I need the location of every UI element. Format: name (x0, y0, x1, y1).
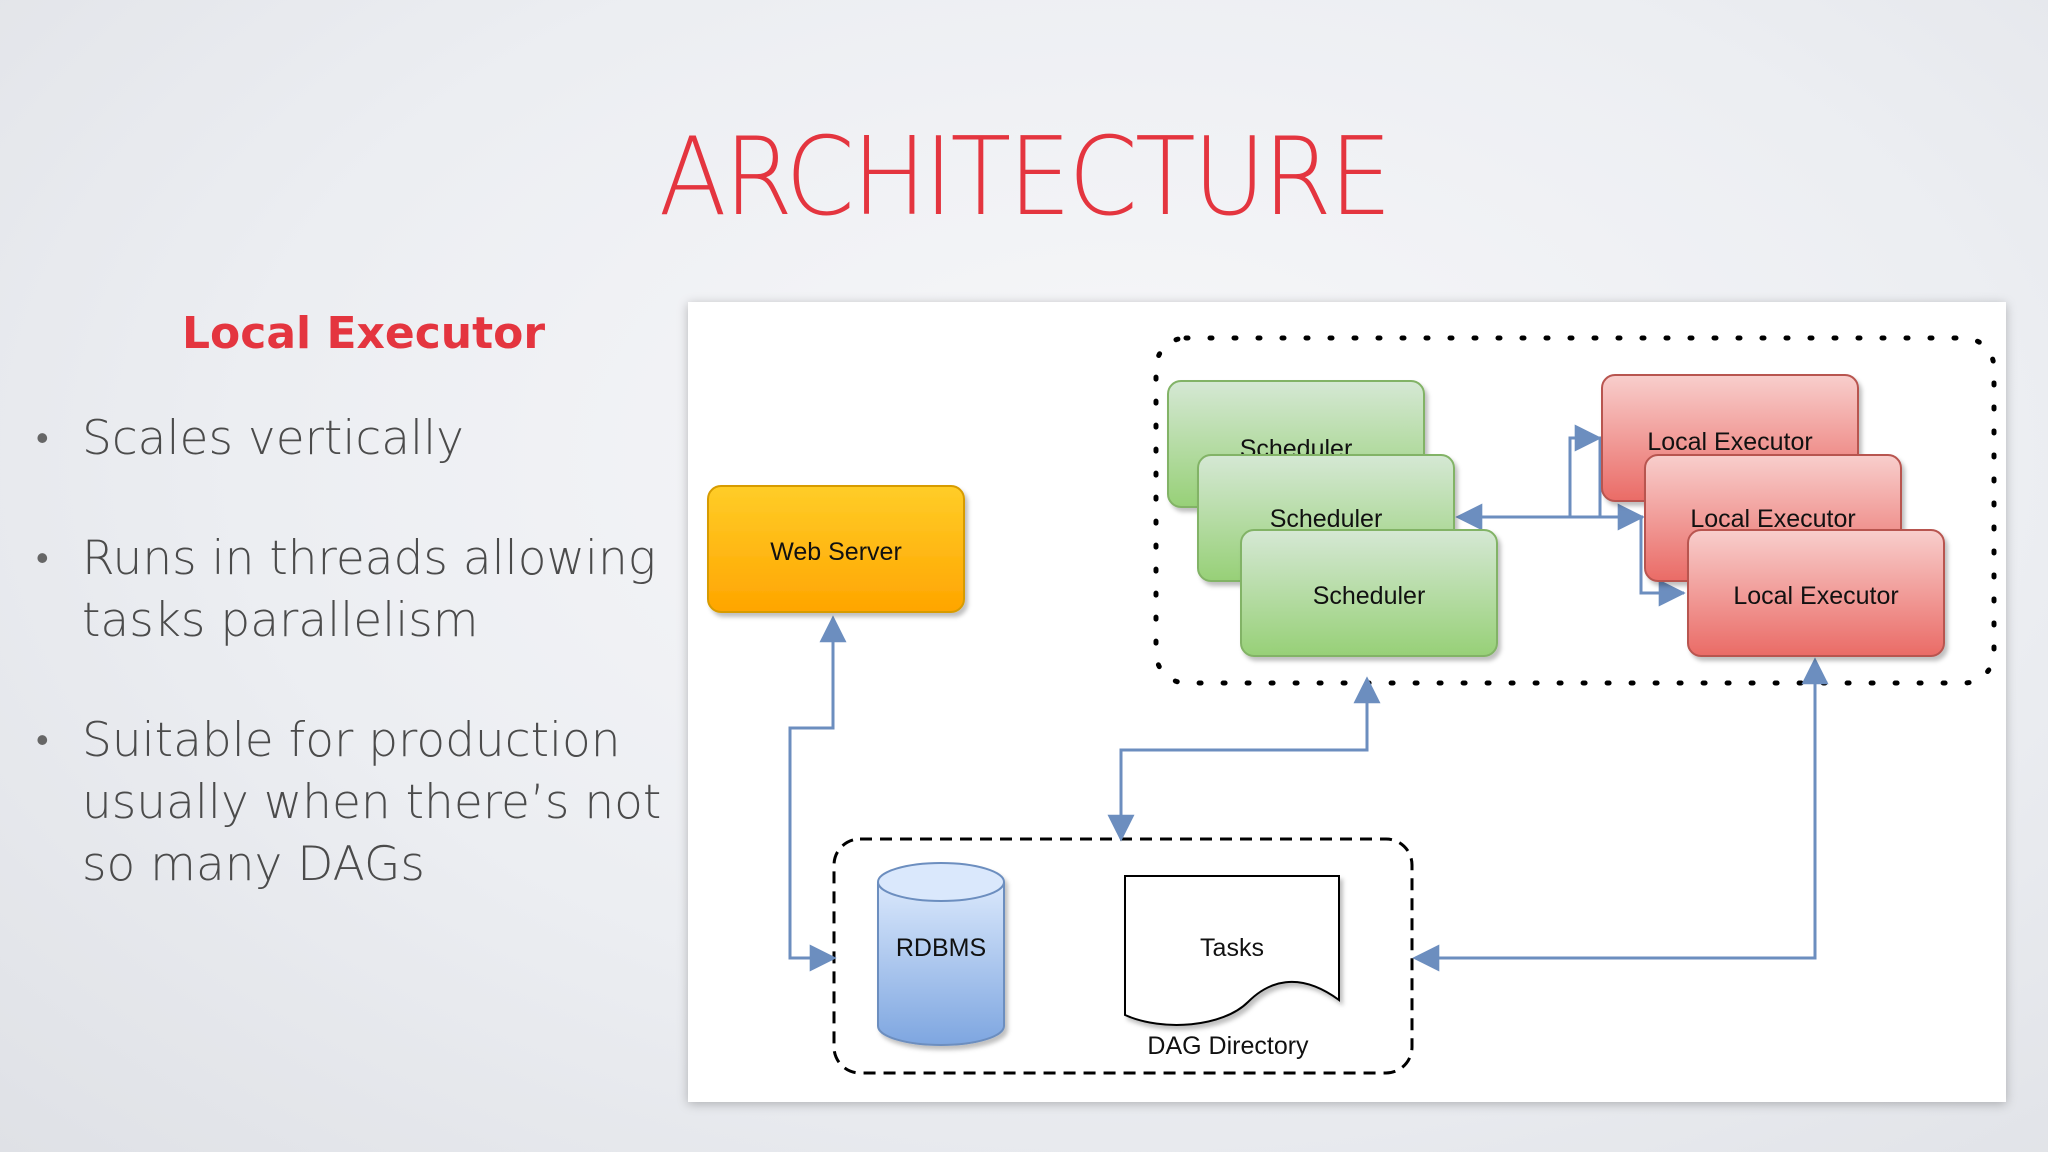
web-server-node: Web Server (707, 485, 965, 613)
connector-scheduler-dagdir (1107, 676, 1381, 842)
tasks-label: Tasks (1200, 934, 1264, 962)
slide-title: ARCHITECTURE (658, 115, 1392, 240)
bullet-line: Suitable for production (82, 713, 621, 768)
tasks-document-icon (1124, 875, 1340, 1026)
dag-directory-label: DAG Directory (1147, 1032, 1309, 1060)
bullet-line: Scales vertically (82, 411, 464, 466)
local-executor-label: Local Executor (1690, 505, 1855, 533)
architecture-diagram: Web Server Scheduler Scheduler Scheduler… (688, 302, 2006, 1102)
scheduler-label: Scheduler (1313, 582, 1426, 610)
bullet-dot-icon: • (36, 538, 49, 579)
connector-webserver-dagdir (788, 615, 847, 972)
web-server-label: Web Server (770, 538, 902, 566)
scheduler-label: Scheduler (1270, 505, 1383, 533)
connector-executor-dagdir (1412, 657, 1829, 972)
rdbms-database-icon (877, 862, 1005, 1046)
local-executor-label: Local Executor (1647, 428, 1812, 456)
bullet-item: • Suitable for production usually when t… (30, 710, 670, 896)
bullet-line: usually when there’s not (82, 775, 662, 830)
bullet-list: • Scales vertically • Runs in threads al… (30, 408, 670, 954)
bullet-line: Runs in threads allowing (82, 531, 656, 586)
bullet-line: tasks parallelism (82, 593, 479, 648)
bullet-line: so many DAGs (82, 837, 425, 892)
bullet-dot-icon: • (36, 720, 49, 761)
bullet-dot-icon: • (36, 418, 49, 459)
local-executor-label: Local Executor (1733, 582, 1898, 610)
rdbms-label: RDBMS (896, 934, 986, 962)
bullet-item: • Runs in threads allowing tasks paralle… (30, 528, 670, 652)
local-executor-node: Local Executor (1687, 529, 1945, 657)
scheduler-node: Scheduler (1240, 529, 1498, 657)
section-subtitle: Local Executor (182, 308, 546, 359)
bullet-item: • Scales vertically (30, 408, 670, 470)
